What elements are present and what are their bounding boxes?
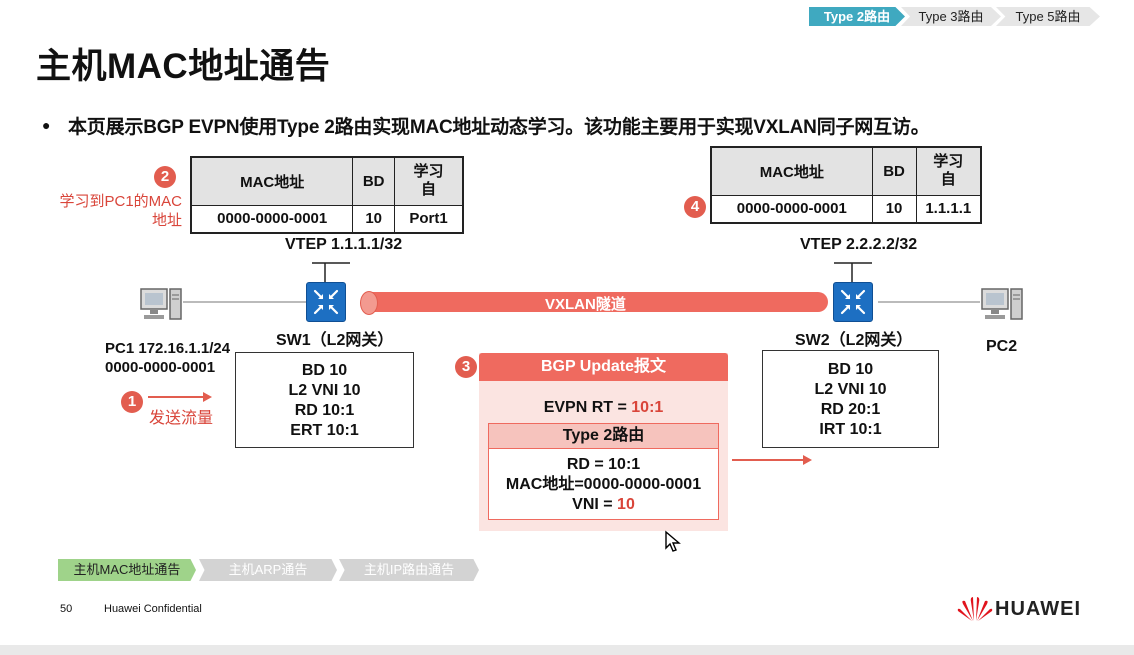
bgp-evpn-rt: EVPN RT = 10:1 (479, 399, 728, 417)
nav-tab-type2-label: Type 2路由 (823, 9, 891, 24)
type2-vni-value: 10 (617, 496, 635, 513)
mac-table-left-bd: 10 (352, 204, 395, 234)
bottom-tab-arp-label: 主机ARP通告 (228, 562, 308, 577)
page-title: 主机MAC地址通告 (36, 47, 331, 86)
pc1-mac: 0000-0000-0001 (105, 359, 216, 376)
step-1-circle: 1 (121, 391, 143, 413)
mac-table-left-header-learn-line1: 学习 (413, 163, 444, 181)
step-2-note-line1: 学习到PC1的MAC (59, 193, 182, 210)
sw1-ert: ERT 10:1 (290, 422, 359, 439)
footer-page-number: 50 (60, 603, 73, 615)
mac-table-right-header-learn-line1: 学习 (933, 153, 964, 171)
mac-table-left-header-bd: BD (352, 156, 395, 206)
mac-table-left-port: Port1 (393, 204, 464, 234)
sw2-bd: BD 10 (827, 361, 874, 378)
vxlan-tunnel-label: VXLAN隧道 (545, 296, 626, 313)
bottom-tab-mac-label: 主机MAC地址通告 (73, 562, 181, 577)
mac-table-left: MAC地址 BD 学习 自 0000-0000-0001 10 Port1 (190, 156, 464, 234)
step-1-label: 发送流量 (149, 410, 214, 427)
bottom-bar (0, 645, 1134, 655)
huawei-logo-icon (957, 597, 993, 621)
nav-tab-type5-label: Type 5路由 (1015, 9, 1081, 24)
type2-rd: RD = 10:1 (566, 456, 641, 473)
pc1-ip: PC1 172.16.1.1/24 (105, 340, 231, 357)
bgp-update-header: BGP Update报文 (479, 353, 728, 381)
mac-table-right: MAC地址 BD 学习 自 0000-0000-0001 10 1.1.1.1 (710, 146, 982, 224)
bgp-evpn-rt-value: 10:1 (631, 399, 664, 416)
switch-arrows-icon (313, 289, 339, 315)
step-3-circle: 3 (455, 356, 477, 378)
sw1-info-box: BD 10 L2 VNI 10 RD 10:1 ERT 10:1 (235, 352, 414, 448)
type2-vni: VNI = 10 (489, 495, 718, 515)
step-2-circle: 2 (154, 166, 176, 188)
sw1-switch-icon[interactable] (306, 282, 346, 322)
nav-tab-type3[interactable]: Type 3路由 (901, 7, 1001, 26)
mac-table-right-header-learn-line2: 自 (940, 171, 956, 189)
huawei-brand: HUAWEI (995, 598, 1081, 620)
mac-table-right-mac: 0000-0000-0001 (710, 194, 873, 224)
type2-mac: MAC地址=0000-0000-0001 (505, 476, 702, 493)
switch-arrows-icon (840, 289, 866, 315)
step-2-note-line2: 地址 (151, 212, 182, 229)
sw1-label: SW1（L2网关） (276, 332, 394, 349)
bullet-text: 本页展示BGP EVPN使用Type 2路由实现MAC地址动态学习。该功能主要用… (68, 117, 930, 138)
mac-table-left-header-mac: MAC地址 (190, 156, 354, 206)
mac-table-right-header-mac: MAC地址 (710, 146, 873, 196)
sw1-vni: L2 VNI 10 (288, 382, 361, 399)
pc1-computer-icon[interactable] (139, 286, 183, 322)
bgp-update-panel: BGP Update报文 EVPN RT = 10:1 Type 2路由 RD … (479, 353, 728, 531)
sw1-rd: RD 10:1 (294, 402, 355, 419)
step-4-circle: 4 (684, 196, 706, 218)
sw2-label: SW2（L2网关） (795, 332, 913, 349)
bottom-tab-arp[interactable]: 主机ARP通告 (199, 559, 337, 581)
nav-tab-type5[interactable]: Type 5路由 (996, 7, 1100, 26)
sw2-switch-icon[interactable] (833, 282, 873, 322)
sw1-bd: BD 10 (301, 362, 348, 379)
pc2-label: PC2 (986, 338, 1018, 355)
vxlan-tunnel (362, 292, 828, 312)
mac-table-right-header-learn: 学习 自 (915, 146, 982, 196)
sw2-rd: RD 20:1 (820, 401, 881, 418)
type2-route-body: RD = 10:1 MAC地址=0000-0000-0001 VNI = 10 (489, 449, 718, 515)
sw2-info-box: BD 10 L2 VNI 10 RD 20:1 IRT 10:1 (762, 350, 939, 448)
footer-confidential: Huawei Confidential (104, 603, 202, 615)
mac-table-right-header-bd: BD (871, 146, 917, 196)
sw2-vni: L2 VNI 10 (814, 381, 887, 398)
bottom-tab-ip[interactable]: 主机IP路由通告 (339, 559, 479, 581)
pc2-computer-icon[interactable] (980, 286, 1024, 322)
mac-table-left-header-learn: 学习 自 (393, 156, 464, 206)
type2-vni-label: VNI = (572, 496, 618, 513)
mac-table-left-mac: 0000-0000-0001 (190, 204, 354, 234)
vtep-left-label: VTEP 1.1.1.1/32 (285, 236, 403, 253)
bottom-tab-ip-label: 主机IP路由通告 (363, 562, 455, 577)
mac-table-right-bd: 10 (871, 194, 917, 224)
mac-table-right-from: 1.1.1.1 (915, 194, 982, 224)
vtep-right-label: VTEP 2.2.2.2/32 (800, 236, 918, 253)
sw2-irt: IRT 10:1 (819, 421, 882, 438)
pc1-info: PC1 172.16.1.1/24 0000-0000-0001 (105, 339, 230, 377)
nav-tab-type2[interactable]: Type 2路由 (809, 7, 905, 26)
bgp-evpn-rt-label: EVPN RT = (543, 399, 632, 416)
type2-route-header: Type 2路由 (489, 424, 718, 449)
mouse-cursor-icon (665, 530, 681, 552)
type2-route-box: Type 2路由 RD = 10:1 MAC地址=0000-0000-0001 … (488, 423, 719, 520)
vxlan-tunnel-left-cap (360, 291, 378, 315)
mac-table-left-header-learn-line2: 自 (420, 181, 436, 199)
bottom-tab-mac[interactable]: 主机MAC地址通告 (58, 559, 196, 581)
nav-tab-type3-label: Type 3路由 (918, 9, 984, 24)
bullet-dot: ● (42, 117, 51, 133)
step-2-note: 学习到PC1的MAC 地址 (40, 192, 182, 230)
